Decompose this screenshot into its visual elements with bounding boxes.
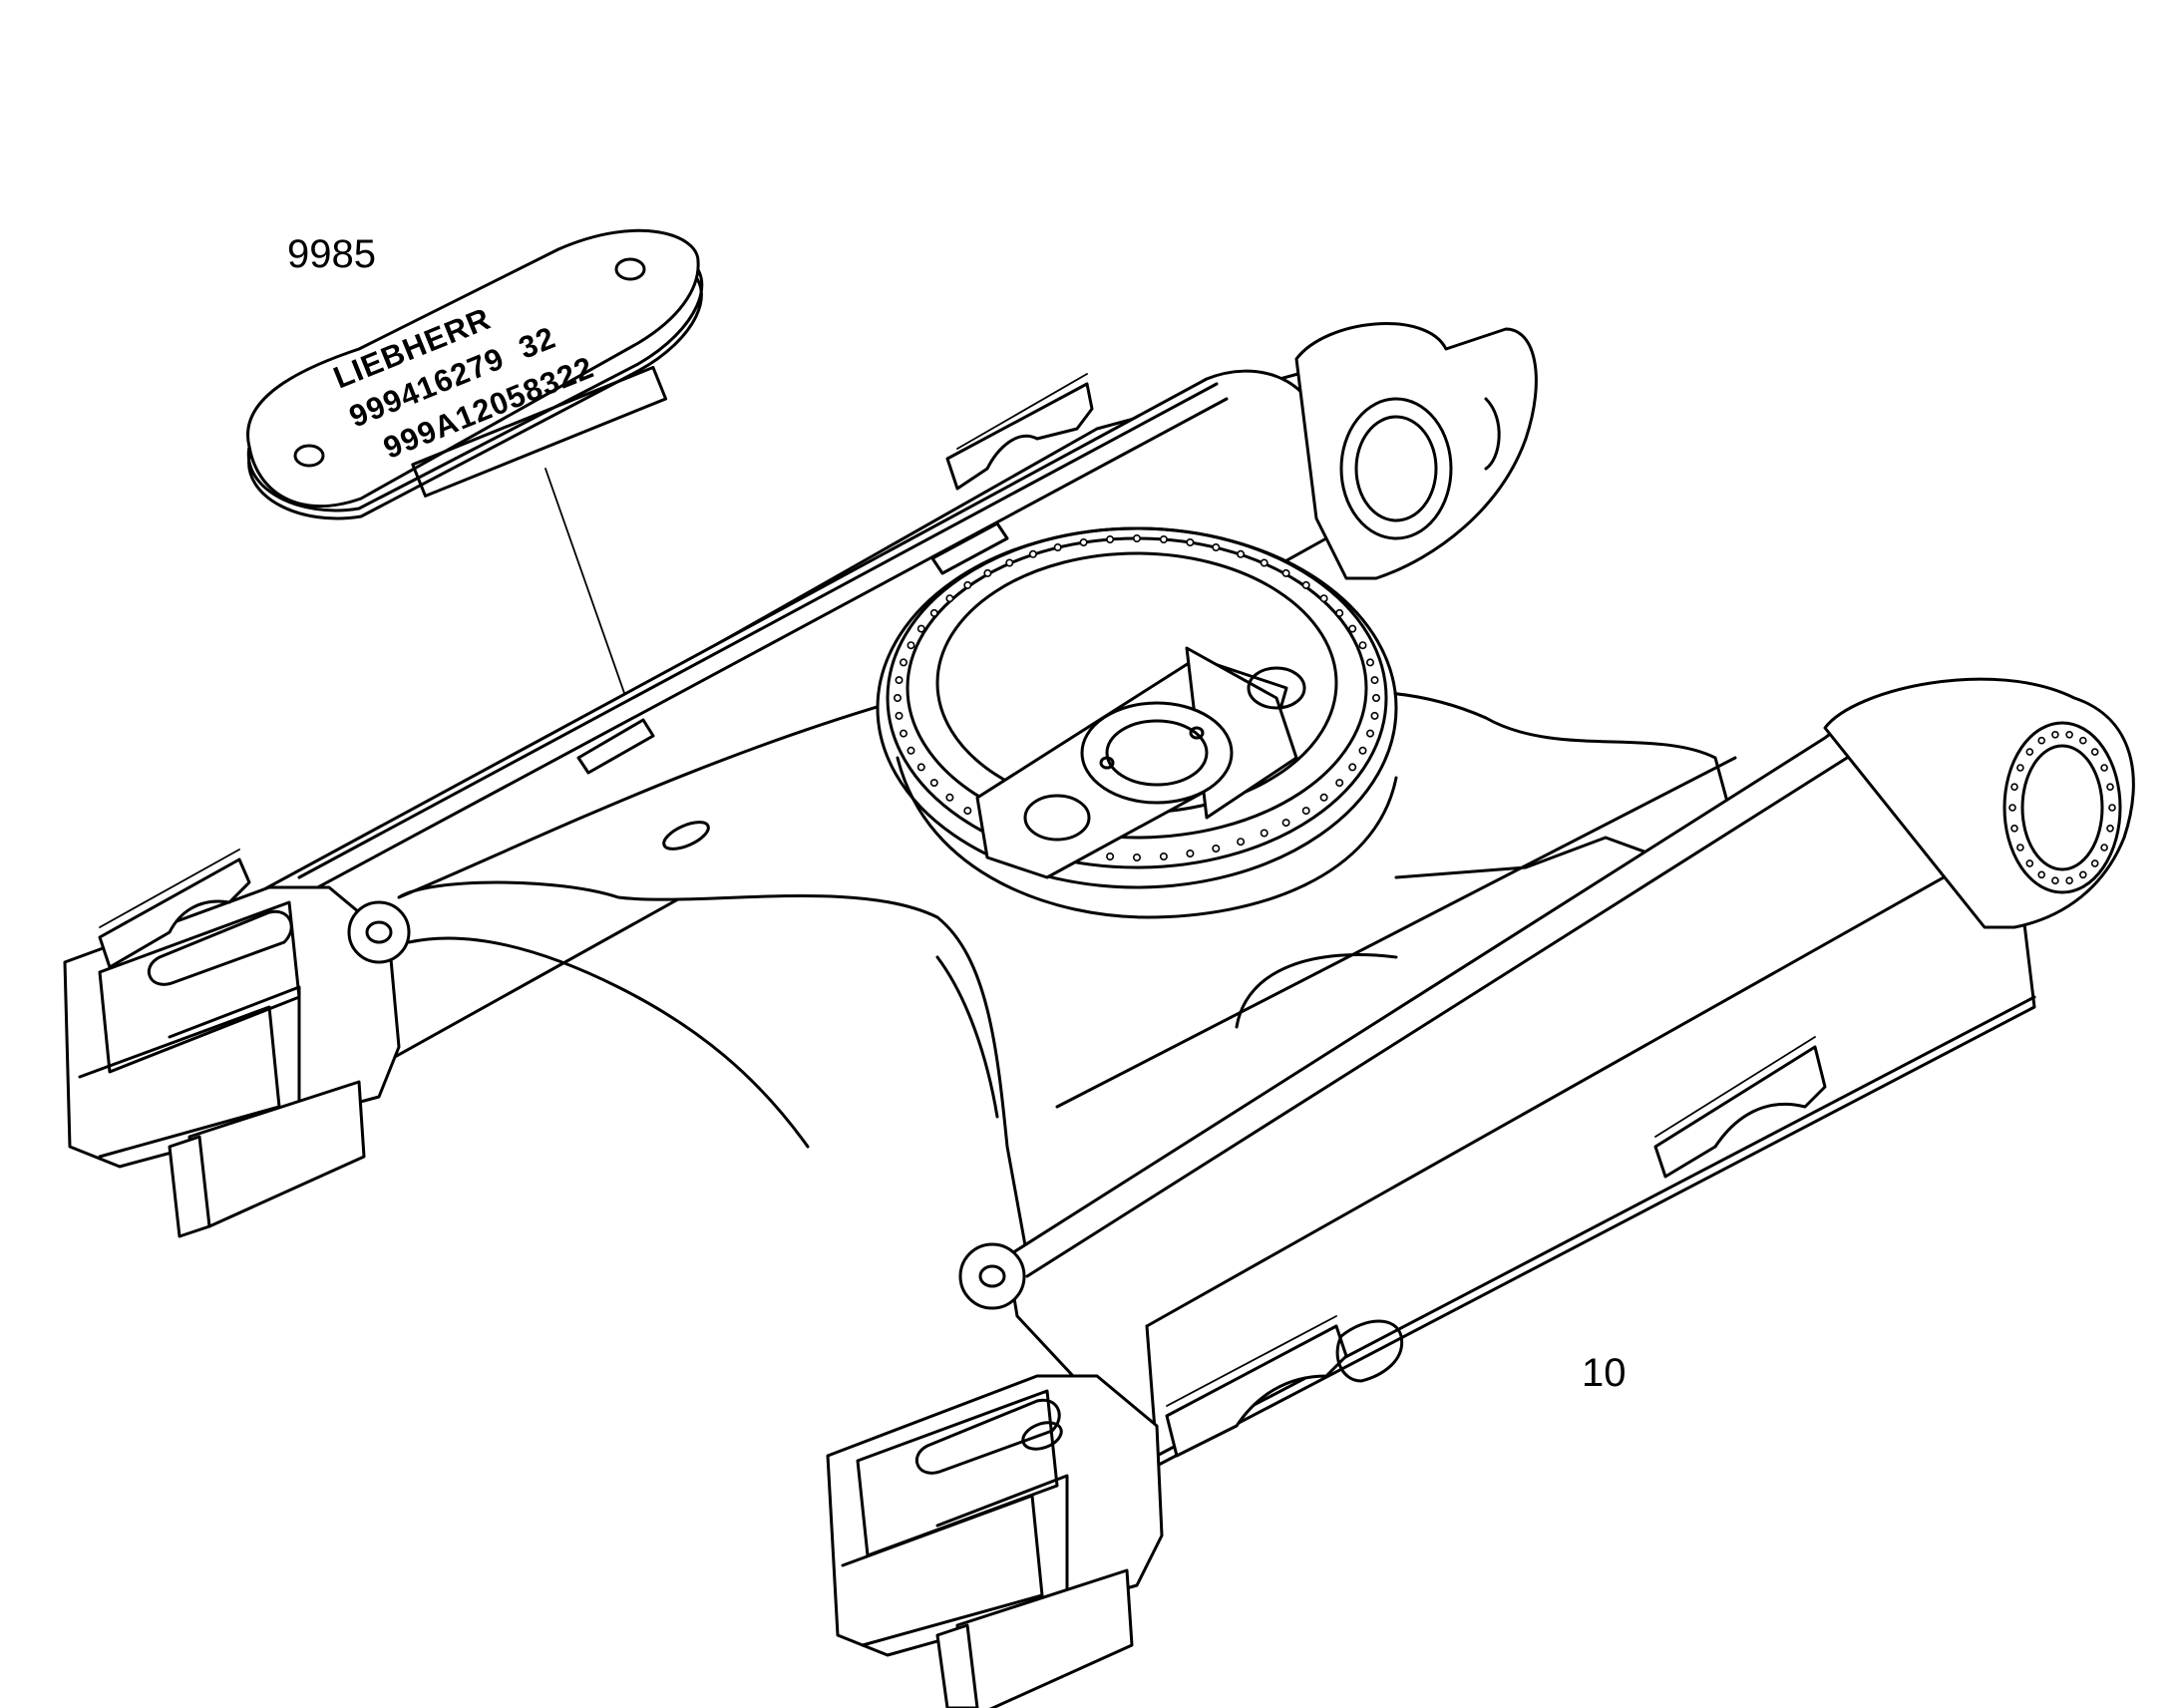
bolt-hole [2008,804,2016,812]
gear-rack-far-rear [98,849,251,969]
bolt-hole [1358,641,1367,650]
bolt-hole [1319,793,1328,802]
bolt-hole [1133,533,1142,542]
nameplate-mount-point [662,821,710,851]
bolt-hole [1301,580,1310,589]
callout-label-10[interactable]: 10 [1582,1351,1627,1395]
bolt-hole [1133,853,1142,861]
bolt-hole [1281,819,1290,828]
bolt-hole [2010,824,2018,833]
bolt-hole [1348,763,1357,772]
bolt-hole [1335,779,1344,788]
callout-label-9985[interactable]: 9985 [287,232,376,276]
bolt-hole [2108,804,2116,812]
bolt-hole [1186,537,1195,546]
bolt-hole [2037,736,2045,745]
bolt-hole [1370,711,1379,720]
side-frame-near [826,677,2135,1708]
bolt-hole [1212,844,1221,853]
bolt-hole [945,594,954,603]
nameplate-face [246,228,700,509]
bolt-hole [2090,859,2099,867]
bolt-hole [963,580,972,589]
bolt-hole [1053,542,1062,551]
bolt-hole [2051,876,2059,885]
bolt-hole [907,641,915,650]
bolt-hole [899,658,908,667]
bolt-hole [1372,693,1381,702]
bolt-hole [2051,730,2059,739]
bolt-hole [2065,730,2073,739]
nameplate-hole-left [293,444,325,468]
bolt-hole [1237,838,1246,847]
bolt-hole [2100,844,2108,852]
bolt-hole [2090,748,2099,756]
gear-rack-near-front [1653,1036,1827,1179]
bolt-hole [2079,736,2087,745]
bolt-hole [963,807,972,816]
bolt-hole [1335,608,1344,617]
bolt-hole [1301,807,1310,816]
bolt-hole [1348,624,1357,633]
bolt-hole [1237,549,1246,558]
bolt-hole [1159,534,1168,543]
bolt-hole [2037,870,2045,879]
bolt-hole [1358,746,1367,755]
bolt-hole [2079,870,2087,879]
bolt-hole [2106,783,2114,792]
bolt-hole [1281,568,1290,577]
bolt-hole [1079,537,1088,546]
drive-hub-bolt-holes [2008,730,2116,885]
bolt-hole [2100,764,2108,772]
gear-rack-near-rear [1165,1315,1348,1458]
bolt-hole [1186,849,1195,857]
slewing-ring [876,526,1398,919]
bolt-hole [1370,676,1379,685]
bolt-hole [2025,859,2034,867]
undercarriage-frame[interactable] [63,322,2135,1708]
bolt-hole [2010,783,2018,792]
bolt-hole [945,793,954,802]
bolt-hole [893,693,902,702]
bolt-hole [2025,748,2034,756]
bolt-hole [899,729,908,738]
bolt-hole [983,568,992,577]
bolt-hole [1159,852,1168,860]
bolt-hole [895,676,904,685]
bolt-hole [1106,534,1115,543]
gear-rack-far-front [945,373,1094,491]
bolt-hole [929,608,938,617]
bolt-hole [1260,829,1269,838]
bolt-hole [1366,658,1375,667]
bolt-hole [2016,844,2024,852]
nameplate-hole-right [614,257,646,281]
bolt-hole [1106,852,1115,860]
bolt-hole [895,711,904,720]
bolt-hole [1005,558,1014,567]
bolt-hole [1366,729,1375,738]
nameplate-blank-field [411,365,668,498]
bolt-hole [916,763,925,772]
bolt-hole [1028,549,1037,558]
bolt-hole [1212,542,1221,551]
bolt-hole [1260,558,1269,567]
bolt-hole [907,746,915,755]
bolt-hole [2065,876,2073,885]
bolt-hole [1319,594,1328,603]
bolt-hole [2106,824,2114,833]
bolt-hole [929,779,938,788]
nameplate[interactable]: LIEBHERR 999416279 32 999A12058322 [246,228,704,520]
bolt-hole [916,624,925,633]
bolt-hole [2016,764,2024,772]
